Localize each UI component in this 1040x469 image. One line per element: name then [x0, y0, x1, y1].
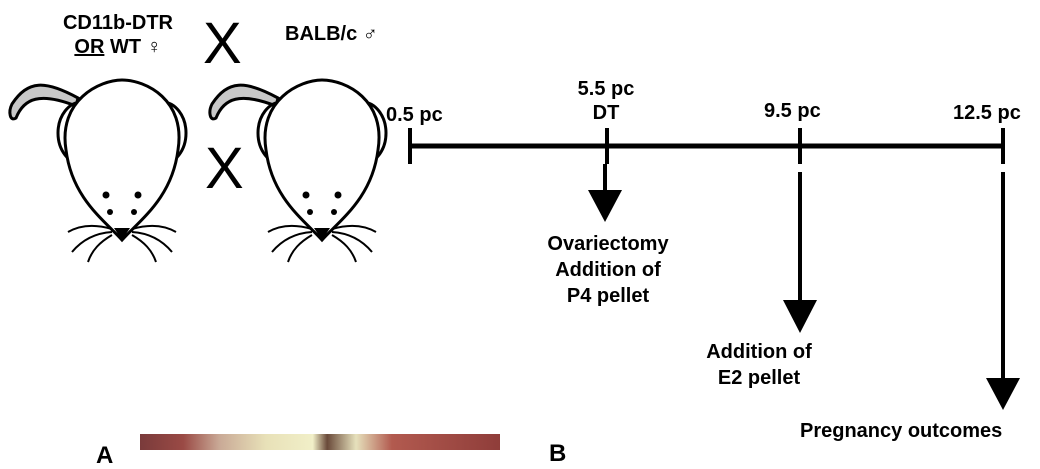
or-text: OR [74, 36, 104, 58]
female-mouse-icon [10, 80, 186, 262]
arrow-ovariectomy [588, 164, 622, 222]
uterus-photo [140, 434, 500, 450]
cross-symbol-top: X [203, 15, 242, 73]
tick-label-dt: DT [560, 101, 652, 125]
male-strain-label: BALB/c ♂ [285, 22, 378, 46]
event-ovariectomy-line1: Ovariectomy [528, 231, 688, 257]
panel-b-label: B [549, 442, 566, 466]
female-line1: CD11b-DTR [55, 11, 181, 35]
tick-label-5-5: 5.5 pc DT [560, 77, 652, 125]
female-wt-text: WT ♀ [110, 36, 162, 58]
female-line2: OR WT ♀ [55, 35, 181, 59]
tick-label-12-5: 12.5 pc [953, 101, 1021, 125]
event-ovariectomy-line2: Addition of [528, 257, 688, 283]
diagram-canvas [0, 0, 1040, 450]
event-ovariectomy-line3: P4 pellet [528, 283, 688, 309]
female-genotype-label: CD11b-DTR OR WT ♀ [55, 11, 181, 59]
cross-symbol-mice: X [205, 140, 244, 198]
panel-a-label: A [96, 444, 113, 468]
tick-label-5-5-pc: 5.5 pc [560, 77, 652, 101]
event-e2-pellet: Addition of E2 pellet [684, 339, 834, 391]
event-ovariectomy: Ovariectomy Addition of P4 pellet [528, 231, 688, 309]
tick-label-9-5: 9.5 pc [764, 99, 821, 123]
event-pregnancy-outcomes: Pregnancy outcomes [800, 419, 1002, 443]
event-e2-line1: Addition of [684, 339, 834, 365]
event-e2-line2: E2 pellet [684, 365, 834, 391]
tick-label-0-5: 0.5 pc [386, 103, 443, 127]
arrow-e2-pellet [783, 172, 817, 333]
arrow-pregnancy-outcomes [986, 172, 1020, 410]
